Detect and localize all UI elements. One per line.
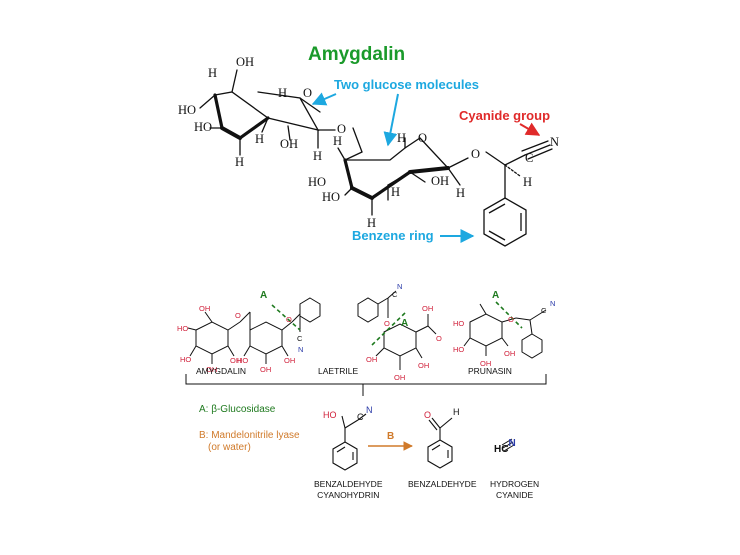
label-cyanide-group: Cyanide group [459,108,551,123]
enzyme-a-legend: A: β-Glucosidase [199,404,276,415]
caption-amygdalin: AMYGDALIN [196,366,247,376]
glucose-ring-1 [214,91,320,131]
caption-laetrile: LAETRILE [318,366,359,376]
atom-h: H [391,185,400,199]
atom-o: O [424,410,431,420]
atom-ho: HO [237,356,248,365]
atom-n: N [550,135,559,149]
atom-o: O [418,131,427,145]
caption-prunasin: PRUNASIN [468,366,512,376]
atom-o: O [508,315,514,324]
caption-hydrogen-cyanide: HYDROGEN CYANIDE [490,479,539,501]
atom-h: H [313,149,322,163]
atom-c: C [297,334,303,343]
reaction-b-label: B [387,431,395,442]
atom-c: C [525,151,533,165]
atom-oh: OH [480,359,491,368]
atom-ho: HO [322,190,340,204]
atom-ho: HO [308,175,326,189]
laetrile-structure [357,290,437,370]
hcn-formula: HCN [494,438,516,455]
atom-c: C [357,412,364,422]
cleavage-a-label: A [492,290,500,301]
atom-oh: OH [206,365,217,374]
atom-h: H [367,216,376,230]
atom-oh: OH [366,355,377,364]
atom-h: H [208,66,217,80]
atom-o: O [471,147,480,161]
atom-n: N [397,282,402,291]
atom-oh: OH [431,174,449,188]
amygdalin-small [187,297,321,364]
caption-hcn-line1: HYDROGEN [490,479,540,489]
atom-ho: HO [453,345,464,354]
label-two-glucose: Two glucose molecules [334,77,479,92]
glucose-ring-2-front [343,158,412,200]
atom-c: C [392,290,398,299]
atom-oh: OH [280,137,298,151]
atom-ho: HO [180,355,191,364]
benzene-ring [483,197,527,247]
atom-oh: OH [422,304,433,313]
atom-oh: OH [504,349,515,358]
atom-n: N [298,345,303,354]
atom-oh: OH [199,304,210,313]
hcn-prefix: HC [494,444,509,455]
enzyme-b-legend: B: Mandelonitrile lyase [199,430,300,441]
atom-o: O [384,319,390,328]
cleavage-a-label: A [260,290,268,301]
cleavage-a-label: A [401,318,409,329]
atom-h: H [235,155,244,169]
cleavage-a-line [495,301,523,329]
atom-n: N [366,405,373,415]
atom-ho: HO [177,324,188,333]
hcn-nitrogen: N [508,438,516,449]
atom-oh: OH [284,356,295,365]
atom-oh: OH [394,373,405,382]
page-title: Amygdalin [308,44,406,65]
atom-o: O [303,86,312,100]
amygdalin-structure [199,69,553,216]
atom-o: O [337,122,346,136]
label-benzene-ring: Benzene ring [352,228,434,243]
caption-cyanohydrin: BENZALDEHYDE CYANOHYDRIN [314,479,383,501]
atom-ho: HO [178,103,196,117]
atom-h: H [278,86,287,100]
atom-o: O [436,334,442,343]
caption-cyanohydrin-line1: BENZALDEHYDE [314,479,383,489]
atom-h: H [397,131,406,145]
caption-cyanohydrin-line2: CYANOHYDRIN [317,490,380,500]
reaction-bracket [185,374,547,396]
atom-o: O [286,315,292,324]
cyanide-arrow [519,122,541,136]
atom-n: N [550,299,555,308]
prunasin-structure [463,303,547,359]
glucose-arrow-2 [383,93,399,147]
atom-oh: OH [236,55,254,69]
atom-c: C [541,306,547,315]
atom-h: H [333,134,342,148]
cleavage-a-line [271,304,301,331]
atom-ho: HO [323,410,337,420]
benzaldehyde-cyanohydrin [332,413,367,471]
cleavage-a-line [371,311,407,346]
atom-h: H [523,175,532,189]
benzaldehyde [427,417,453,469]
atom-ho: HO [453,319,464,328]
atom-oh: OH [418,361,429,370]
enzyme-b-legend-note: (or water) [208,442,251,453]
atom-oh: OH [230,356,241,365]
atom-oh: OH [260,365,271,374]
atom-o: O [235,311,241,320]
atom-h: H [453,407,460,417]
hydrogen-cyanide [501,438,515,452]
atom-h: H [456,186,465,200]
atom-h: H [255,132,264,146]
glucose-arrow-1 [311,92,337,106]
caption-hcn-line2: CYANIDE [495,490,534,500]
caption-benzaldehyde: BENZALDEHYDE [408,479,477,489]
atom-ho: HO [194,120,212,134]
